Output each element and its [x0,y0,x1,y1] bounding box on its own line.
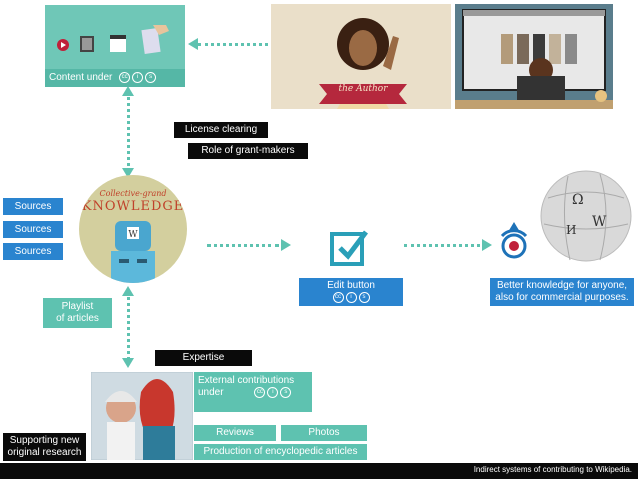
arrow-knowledge-to-edit [207,244,279,247]
checkbox-icon [330,230,368,266]
media-icons [55,23,175,65]
by-icon: i [345,292,357,303]
edit-button-label: Edit button [327,280,375,291]
arrow-head-up-icon [122,86,134,96]
external-contributions-label: External contributions under [198,375,295,399]
sa-icon: s [280,387,292,398]
arrow-head-down-icon [122,168,134,178]
by-icon: i [132,71,144,83]
svg-text:И: И [566,223,576,237]
reviews-box: Reviews [194,425,276,441]
brain-figure-icon: W [111,221,155,283]
researchers-illustration [91,372,193,460]
arrow-head-left-icon [188,38,198,50]
author-art [319,18,407,109]
sources-2: Sources [3,221,63,238]
better-knowledge-box: Better knowledge for anyone, also for co… [490,278,634,306]
footer-caption: Indirect systems of contributing to Wiki… [473,465,632,474]
arrow-head-down-icon [122,358,134,368]
computer-screenshot [455,4,613,109]
knowledge-badge-line1: Collective-grand [99,189,167,198]
sa-icon: s [358,292,370,303]
arrow-knowledge-to-research [127,292,130,360]
author-illustration: the Author [271,4,451,109]
svg-text:W: W [128,230,138,240]
sources-3: Sources [3,243,63,260]
arrow-head-up-icon [122,286,134,296]
wikipedia-globe-icon: Ω W И [540,170,632,262]
license-clearing-label: License clearing [174,122,268,138]
footer-bar: Indirect systems of contributing to Wiki… [0,463,638,479]
computer-art [455,9,613,109]
by-icon: i [267,387,279,398]
grant-makers-label: Role of grant-makers [188,143,308,159]
arrow-head-right-icon [482,239,492,251]
content-box-text: Content under [49,72,113,83]
svg-text:W: W [592,214,607,230]
cc-icon: cc [254,387,266,398]
sa-icon: s [145,71,157,83]
playlist-box: Playlist of articles [43,298,112,328]
arrow-content-to-knowledge [127,92,130,172]
knowledge-badge-line2: KNOWLEDGE [81,199,185,214]
author-banner: the Author [338,84,388,94]
commons-icon [500,222,528,259]
media-icons-art [57,23,169,54]
supporting-research-label: Supporting new original research [3,433,86,461]
expertise-label: Expertise [155,350,252,366]
arrow-head-right-icon [281,239,291,251]
photos-box: Photos [281,425,367,441]
researchers-art [91,372,193,460]
arrow-author-to-content [198,43,268,46]
cc-icon: cc [119,71,131,83]
sources-1: Sources [3,198,63,215]
production-box: Production of encyclopedic articles [194,444,367,460]
knowledge-badge: Collective-grand KNOWLEDGE W [79,175,187,283]
arrow-edit-to-wikipedia [404,244,480,247]
svg-text:Ω: Ω [572,192,584,208]
cc-icon: cc [332,292,344,303]
